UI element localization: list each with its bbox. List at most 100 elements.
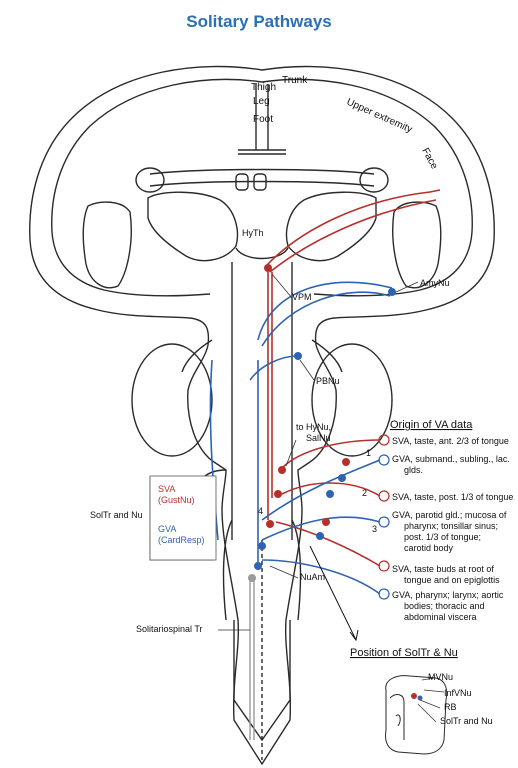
peripheral-coils — [378, 434, 390, 600]
origin-item-6-line-1: GVA, pharynx; larynx; aortic — [392, 590, 504, 600]
label-nuam: NuAm — [300, 572, 325, 582]
sol-dot-4 — [258, 542, 266, 550]
coil-2 — [378, 454, 390, 466]
sva-nerve-3 — [275, 521, 381, 567]
origin-item-2-line-1: GVA, submand., subling., lac. — [392, 454, 510, 464]
legend-sva: SVA — [158, 484, 175, 494]
structure-labels: HyTh VPM AmyNu PBNu to HyNu, SalNu NuAm … — [90, 228, 450, 634]
nuclei — [248, 264, 396, 582]
label-level-4: 4 — [258, 506, 263, 516]
gva-pathways — [209, 281, 393, 595]
label-pbnu: PBNu — [316, 376, 340, 386]
coil-1 — [378, 434, 390, 446]
label-foot: Foot — [253, 114, 273, 125]
vpm-dot — [264, 264, 272, 272]
label-hyth: HyTh — [242, 228, 264, 238]
inset-label-mvnu: MVNu — [428, 672, 453, 682]
origin-item-4-line-1: GVA, parotid gld.; mucosa of — [392, 510, 507, 520]
left-ventricle-cap — [135, 167, 165, 193]
septum-box — [235, 173, 249, 191]
ganglion-dot-1 — [342, 458, 350, 466]
sol-dot-2 — [274, 490, 282, 498]
sva-nerve-1 — [281, 439, 381, 469]
label-face: Face — [419, 146, 439, 171]
gva-to-amy — [257, 281, 393, 341]
label-soltr-and-nu: SolTr and Nu — [90, 510, 143, 520]
origin-item-6-line-3: abdominal viscera — [404, 612, 477, 622]
label-upper-extremity: Upper extremity — [345, 97, 414, 136]
origin-item-5-line-1: SVA, taste buds at root of — [392, 564, 494, 574]
sol-dot-1 — [278, 466, 286, 474]
legend-gva-sub: (CardResp) — [158, 535, 205, 545]
gva-nerve-2 — [261, 516, 381, 541]
ganglion-dot-2 — [338, 474, 346, 482]
ganglion-dot-3 — [326, 490, 334, 498]
left-cerebellum — [131, 343, 213, 457]
origin-item-2-line-2: glds. — [404, 465, 423, 475]
ganglion-dot-4 — [322, 518, 330, 526]
sva-pathways — [265, 189, 441, 567]
label-thigh: Thigh — [251, 82, 276, 93]
corpus-callosum — [149, 168, 375, 187]
nerve-number-1: 1 — [366, 448, 371, 458]
left-hemisphere-inner — [82, 201, 132, 289]
gva-to-pbnu — [249, 355, 299, 381]
sol-dot-5 — [254, 562, 262, 570]
inset-soltr-dot — [411, 693, 417, 699]
label-amynu: AmyNu — [420, 278, 450, 288]
label-to-hynu: to HyNu, — [296, 422, 331, 432]
label-leg: Leg — [253, 96, 270, 107]
hypothalamus — [235, 247, 289, 260]
amy-dot — [388, 288, 396, 296]
origin-heading: Origin of VA data — [390, 419, 473, 431]
label-trunk: Trunk — [282, 75, 308, 86]
legend-box: SVA (GustNu) GVA (CardResp) — [149, 475, 217, 561]
cerebrum-outer — [29, 65, 495, 766]
label-vpm: VPM — [292, 292, 312, 302]
coil-3 — [378, 490, 390, 502]
gva-nerve-3 — [261, 559, 381, 595]
cerebrum-inner — [51, 78, 473, 297]
label-salnu: SalNu — [306, 433, 331, 443]
sva-nerve-2 — [281, 482, 381, 497]
sva-cortex-fiber — [265, 189, 441, 267]
sol-dot-3 — [266, 520, 274, 528]
gva-to-amy-2 — [261, 291, 391, 347]
ganglion-dot-5 — [316, 532, 324, 540]
coil-6 — [378, 588, 390, 600]
nerve-number-3: 3 — [372, 524, 377, 534]
longitudinal-fissure — [238, 84, 286, 155]
legend-gva: GVA — [158, 524, 176, 534]
position-inset: Position of SolTr & Nu MVNu InfVNu RB So… — [350, 647, 493, 755]
origin-item-4-line-4: carotid body — [404, 543, 454, 553]
legend-sva-sub: (GustNu) — [158, 495, 195, 505]
pons-left — [181, 339, 343, 373]
gray-pathways — [249, 578, 255, 740]
inset-label-rb: RB — [444, 702, 457, 712]
right-cerebellum — [311, 343, 393, 457]
nerve-number-2: 2 — [362, 488, 367, 498]
pbnu-dot — [294, 352, 302, 360]
coil-4 — [378, 516, 390, 528]
gva-nerve-1 — [261, 459, 381, 521]
sva-cortex-fiber-2 — [269, 199, 437, 273]
origin-item-6-line-2: bodies; thoracic and — [404, 601, 485, 611]
label-solitariospinal: Solitariospinal Tr — [136, 624, 203, 634]
left-thalamus — [147, 191, 239, 262]
coil-5 — [378, 560, 390, 572]
right-ventricle-cap — [359, 167, 389, 193]
solitariospinal-tract — [249, 578, 255, 740]
brain-outline — [29, 65, 495, 766]
position-heading: Position of SolTr & Nu — [350, 647, 458, 659]
page-title: Solitary Pathways — [186, 12, 332, 31]
origin-item-5-line-2: tongue and on epiglottis — [404, 575, 500, 585]
sol-dot-6 — [248, 574, 256, 582]
origin-panel: Origin of VA data SVA, taste, ant. 2/3 o… — [390, 419, 513, 622]
origin-item-3-line-1: SVA, taste, post. 1/3 of tongue — [392, 492, 513, 502]
inset-label-soltr-and-nu: SolTr and Nu — [440, 716, 493, 726]
inset-nu-dot — [417, 695, 423, 701]
right-hemisphere-inner — [392, 201, 442, 289]
inset-label-infvnu: InfVNu — [444, 688, 472, 698]
medulla-section — [385, 675, 448, 755]
